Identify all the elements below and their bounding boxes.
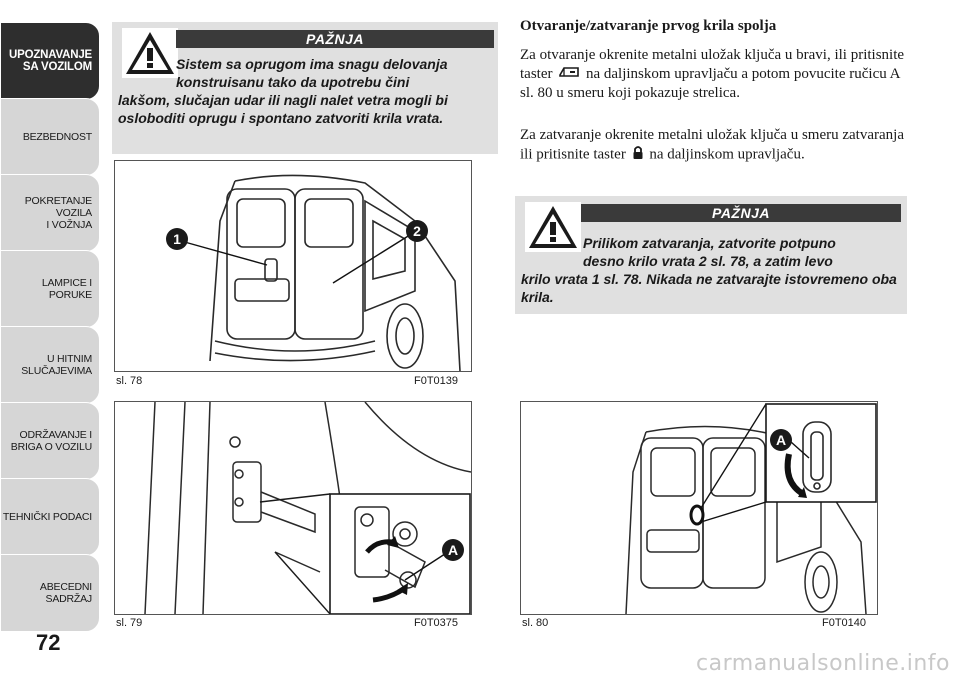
figure-79-code: F0T0375 bbox=[414, 617, 459, 629]
tab-odrzavanje[interactable]: ODRŽAVANJE I BRIGA O VOZILU bbox=[0, 402, 100, 480]
paragraph-close-text: Za zatvaranje okrenite metalni uložak kl… bbox=[520, 127, 904, 163]
callout-a-80: A bbox=[776, 432, 786, 448]
door-hinge-illustration: A bbox=[144, 402, 471, 614]
warning-box-1: PAŽNJA Sistem sa oprugom ima snagu delov… bbox=[112, 22, 498, 154]
page-number: 72 bbox=[36, 630, 61, 655]
van-rear-doors-illustration: 1 2 bbox=[166, 174, 461, 371]
tab-pokretanje[interactable]: POKRETANJE VOZILA I VOŽNJA bbox=[0, 174, 100, 252]
figure-78: 1 2 bbox=[114, 160, 472, 372]
figure-78-code: F0T0139 bbox=[414, 375, 459, 387]
figure-80: A bbox=[520, 401, 878, 615]
tab-abecedni[interactable]: ABECEDNI SADRŽAJ bbox=[0, 554, 100, 632]
callout-2: 2 bbox=[413, 223, 421, 239]
figure-79: A bbox=[114, 401, 472, 615]
rear-door-handle-illustration: A bbox=[625, 403, 877, 614]
tab-tehnicki[interactable]: TEHNIČKI PODACI bbox=[0, 478, 100, 556]
figure-79-caption: sl. 79 bbox=[116, 617, 143, 629]
warning-triangle-icon bbox=[122, 28, 178, 78]
figure-80-code: F0T0140 bbox=[822, 617, 867, 629]
tab-upoznavanje[interactable]: UPOZNAVANJE SA VOZILOM bbox=[0, 22, 100, 100]
paragraph-open-text-2: na daljinskom upravljaču a potom povucit… bbox=[520, 65, 900, 101]
paragraph-open: Za otvaranje okrenite metalni uložak klj… bbox=[520, 46, 910, 103]
tab-lampice[interactable]: LAMPICE I PORUKE bbox=[0, 250, 100, 328]
figure-78-caption: sl. 78 bbox=[116, 375, 143, 387]
warning-title: PAŽNJA bbox=[176, 30, 494, 48]
figure-80-caption: sl. 80 bbox=[522, 617, 549, 629]
warning-triangle-icon bbox=[525, 202, 581, 252]
warning-line-1: Sistem sa oprugom ima snagu delovanja bbox=[176, 56, 448, 72]
lock-key-icon bbox=[632, 145, 644, 166]
tab-hitni[interactable]: U HITNIM SLUČAJEVIMA bbox=[0, 326, 100, 404]
section-heading: Otvaranje/zatvaranje prvog krila spolja bbox=[520, 18, 777, 34]
warning-title-2: PAŽNJA bbox=[581, 204, 901, 222]
warning-2-text: krilo vrata 1 sl. 78. Nikada ne zatvaraj… bbox=[521, 271, 897, 305]
warning-2-line-2: desno krilo vrata 2 sl. 78, a zatim levo bbox=[583, 253, 833, 269]
tab-bezbednost[interactable]: BEZBEDNOST bbox=[0, 98, 100, 176]
warning-2-line-1: Prilikom zatvaranja, zatvorite potpuno bbox=[583, 235, 836, 251]
warning-text: lakšom, slučajan udar ili nagli nalet ve… bbox=[118, 92, 448, 126]
door-open-key-icon bbox=[558, 65, 580, 85]
warning-line-2: konstruisanu tako da upotrebu čini bbox=[176, 74, 410, 90]
paragraph-open-text: Za otvaranje okrenite metalni uložak klj… bbox=[520, 47, 905, 82]
callout-1: 1 bbox=[173, 231, 181, 247]
watermark: carmanualsonline.info bbox=[696, 651, 950, 676]
callout-a: A bbox=[448, 542, 458, 558]
paragraph-close: Za zatvaranje okrenite metalni uložak kl… bbox=[520, 126, 910, 165]
paragraph-close-text-2: na daljinskom upravljaču. bbox=[649, 146, 805, 163]
warning-box-2: PAŽNJA Prilikom zatvaranja, zatvorite po… bbox=[515, 196, 907, 314]
